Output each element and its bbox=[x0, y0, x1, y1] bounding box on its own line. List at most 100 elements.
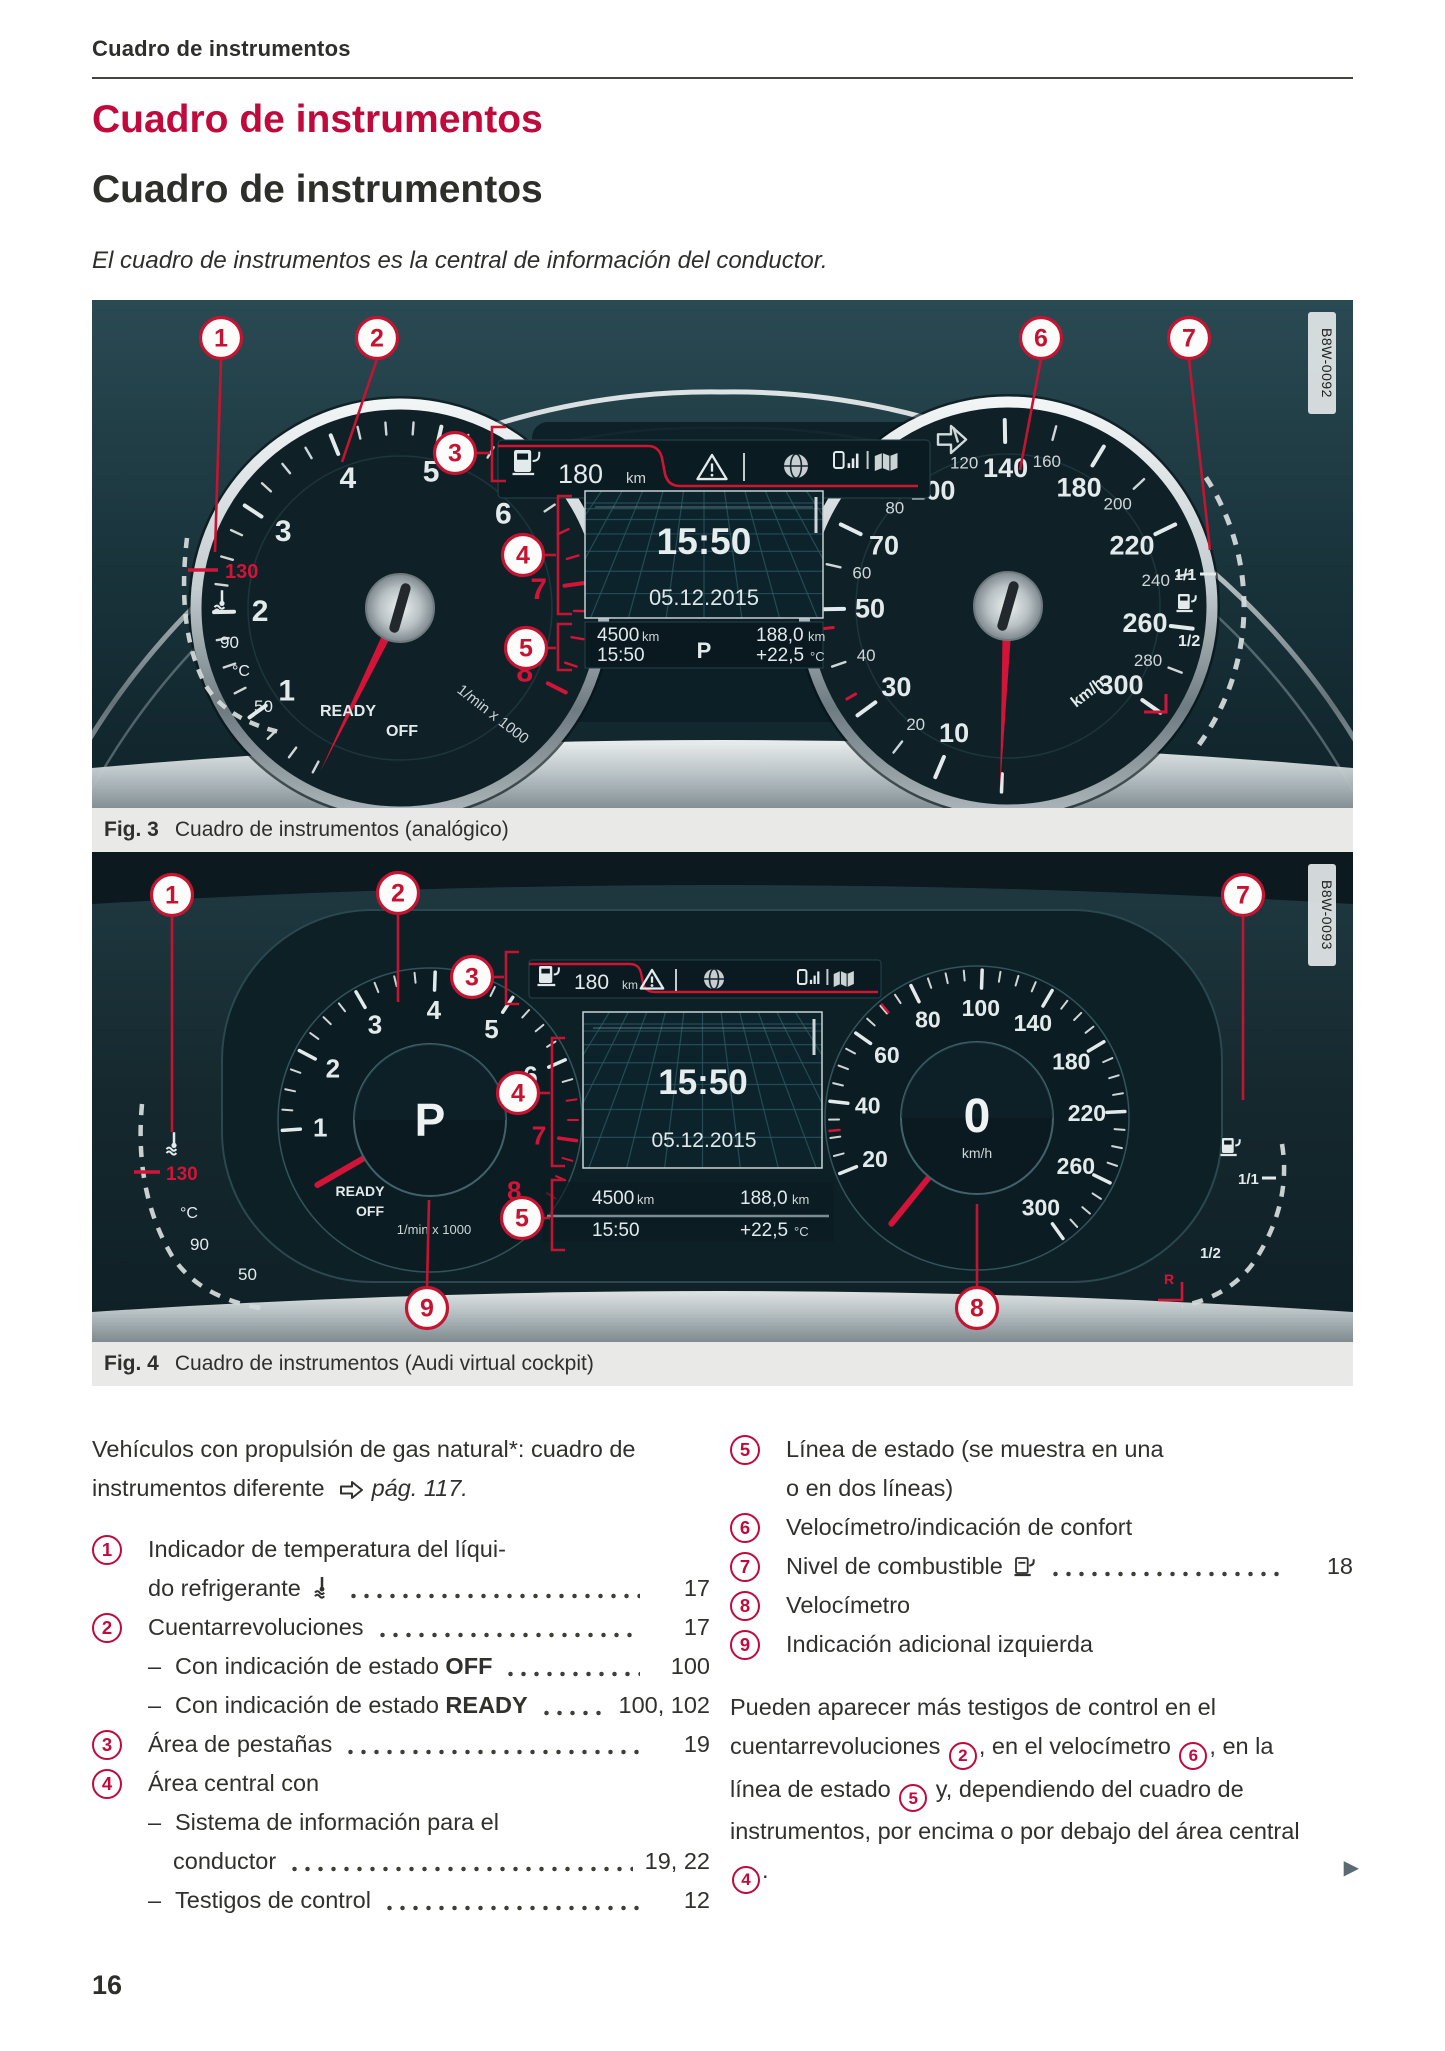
svg-text:188,0: 188,0 bbox=[756, 625, 804, 646]
item-text: o en dos líneas) bbox=[786, 1475, 954, 1501]
item-marker: 5 bbox=[730, 1434, 760, 1465]
svg-text:300: 300 bbox=[1099, 670, 1144, 700]
svg-text:70: 70 bbox=[869, 531, 899, 561]
page-reference: 17 bbox=[683, 1575, 710, 1601]
tachometer: 12345678PREADYOFF1/min x 1000 bbox=[277, 967, 583, 1273]
svg-text:260: 260 bbox=[1057, 1153, 1095, 1179]
svg-text:°C: °C bbox=[232, 663, 250, 680]
svg-text:7: 7 bbox=[532, 1120, 546, 1150]
chapter-title: Cuadro de instrumentos bbox=[92, 98, 543, 141]
fuel-pump-icon bbox=[512, 450, 541, 476]
header-rule bbox=[92, 77, 1353, 79]
svg-text:2: 2 bbox=[391, 880, 405, 908]
page-reference: 18 bbox=[1326, 1553, 1353, 1579]
svg-text:240: 240 bbox=[1142, 571, 1170, 590]
leader-dots bbox=[1048, 1570, 1283, 1577]
svg-text:2: 2 bbox=[326, 1053, 340, 1083]
svg-text:90: 90 bbox=[220, 633, 239, 652]
fuel-pump-icon bbox=[1014, 1556, 1035, 1576]
item-text: Sistema de información para el bbox=[175, 1809, 499, 1835]
warning-triangle-icon bbox=[639, 968, 665, 990]
svg-text:180: 180 bbox=[1057, 473, 1102, 503]
callout-5: 5 bbox=[499, 1178, 565, 1252]
svg-text:8: 8 bbox=[970, 1295, 984, 1323]
map-icon bbox=[833, 971, 854, 987]
page-number: 16 bbox=[92, 1970, 123, 2000]
svg-text:9: 9 bbox=[420, 1295, 434, 1323]
intro-sentence: El cuadro de instrumentos es la central … bbox=[92, 247, 828, 274]
svg-text:180: 180 bbox=[574, 971, 609, 994]
item-marker: 3 bbox=[92, 1729, 122, 1760]
compass-globe-icon bbox=[784, 453, 808, 479]
svg-text:80: 80 bbox=[915, 1007, 941, 1033]
item-text: Testigos de control bbox=[175, 1887, 371, 1913]
item-text: Nivel de combustible bbox=[786, 1553, 1003, 1579]
status-highlight-outline bbox=[529, 962, 878, 994]
svg-text:5: 5 bbox=[515, 1205, 529, 1233]
item-text: Área central con bbox=[148, 1770, 320, 1796]
svg-text:km: km bbox=[808, 629, 825, 644]
svg-text:READY: READY bbox=[320, 703, 376, 720]
continuation-arrow: ▶ bbox=[1343, 1856, 1359, 1879]
svg-text:60: 60 bbox=[874, 1042, 900, 1068]
svg-text:30: 30 bbox=[881, 672, 911, 702]
item-marker: 7 bbox=[730, 1551, 760, 1582]
hood-shadow bbox=[92, 852, 1353, 904]
svg-text:100: 100 bbox=[962, 995, 1000, 1021]
needle bbox=[320, 605, 405, 772]
callout-1: 1 bbox=[149, 872, 195, 1132]
inline-callout-reference: 4 bbox=[732, 1865, 760, 1894]
svg-text:km/h: km/h bbox=[962, 1145, 992, 1161]
digital-speed: 0 bbox=[964, 1090, 991, 1143]
svg-text:km: km bbox=[642, 629, 659, 644]
svg-text:7: 7 bbox=[1182, 325, 1196, 353]
svg-text:3: 3 bbox=[368, 1010, 382, 1040]
svg-text:220: 220 bbox=[1068, 1100, 1106, 1126]
left-column-intro: Vehículos con propulsión de gas natural*… bbox=[92, 1436, 636, 1501]
coolant-temperature-icon bbox=[309, 1576, 335, 1602]
svg-text:4: 4 bbox=[340, 462, 357, 495]
right-text-column: 5 Línea de estado (se muestra en una o en … bbox=[730, 1430, 1359, 1894]
item-text: conductor bbox=[173, 1848, 277, 1874]
fuel-gauge-scale: 1/11/2 bbox=[1144, 476, 1247, 747]
callout-3: 3 bbox=[449, 950, 519, 1006]
svg-text:+22,5: +22,5 bbox=[740, 1220, 788, 1241]
item-text: Área de pestañas bbox=[148, 1731, 333, 1757]
svg-text:260: 260 bbox=[1122, 608, 1167, 638]
svg-text:1: 1 bbox=[313, 1113, 327, 1143]
leader-dots bbox=[346, 1592, 640, 1599]
item-text: Línea de estado (se muestra en una bbox=[786, 1436, 1164, 1462]
svg-text:50: 50 bbox=[254, 697, 273, 716]
svg-text:50: 50 bbox=[855, 593, 885, 623]
item-text: Indicador de temperatura del líqui- bbox=[148, 1536, 506, 1562]
svg-text:4: 4 bbox=[511, 1080, 525, 1108]
svg-text:1/min x 1000: 1/min x 1000 bbox=[397, 1222, 471, 1237]
svg-text:90: 90 bbox=[190, 1235, 209, 1254]
fuel-gauge-scale: 1/11/2R bbox=[1158, 1138, 1287, 1309]
svg-text:km: km bbox=[637, 1192, 654, 1207]
svg-text:P: P bbox=[697, 638, 712, 663]
leader-dots bbox=[382, 1904, 640, 1911]
svg-text:7: 7 bbox=[1236, 882, 1250, 910]
svg-text:188,0: 188,0 bbox=[740, 1188, 788, 1209]
status-highlight-outline bbox=[498, 444, 918, 488]
svg-text:80: 80 bbox=[885, 499, 904, 518]
svg-text:3: 3 bbox=[465, 964, 479, 992]
item-text: Indicación adicional izquierda bbox=[786, 1631, 1094, 1657]
fuel-pump-icon bbox=[537, 966, 560, 987]
display-date: 05.12.2015 bbox=[651, 1129, 756, 1152]
list-item: 5 Línea de estado (se muestra en una bbox=[730, 1430, 1353, 1469]
inline-callout-reference: 5 bbox=[899, 1784, 928, 1812]
section-title: Cuadro de instrumentos bbox=[92, 168, 543, 211]
figure-4-label: Fig. 4 bbox=[104, 1352, 159, 1375]
